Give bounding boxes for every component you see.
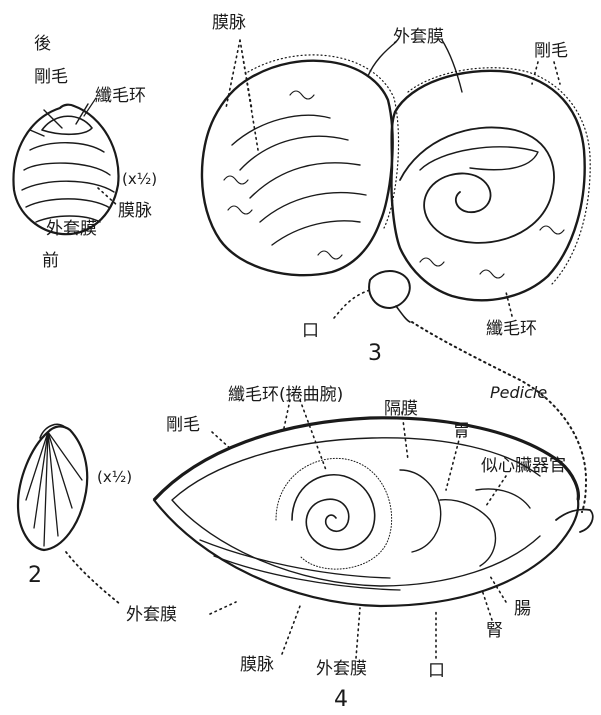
fig4-label-setae: 剛毛	[166, 415, 200, 435]
fig1-label-top: 後	[34, 34, 51, 54]
fig2-pointer-to-mantle	[66, 552, 120, 604]
fig4-lophophore-coil	[292, 475, 375, 550]
fig4-kidney-pointer	[482, 590, 492, 620]
fig4-label-kidney: 腎	[486, 621, 503, 641]
fig1-label-lophophore: 纖毛环	[95, 86, 146, 106]
fig3-mantle-pointer-left	[368, 42, 396, 76]
fig3-label-lophophore: 纖毛环	[486, 319, 537, 339]
fig1-growth-lines	[22, 143, 114, 222]
fig3-hinge-mouth-body	[369, 271, 410, 308]
fig3-mouth-pointer	[334, 290, 370, 318]
fig3-label-setae: 剛毛	[534, 41, 568, 61]
fig3-right-lophophore-coil	[400, 127, 554, 242]
fig3-left-valve-setae	[248, 55, 399, 228]
fig3-right-inner-arm	[420, 147, 538, 170]
fig4-lophophore-pointer	[284, 400, 326, 470]
fig1-label-bottom: 前	[42, 251, 59, 271]
fig4-label-vessel: 膜脉	[240, 655, 274, 675]
fig2-label-scale: (x½)	[97, 468, 132, 486]
fig3-label-mantle: 外套膜	[393, 27, 444, 47]
fig1-shell-outline	[13, 105, 118, 234]
fig1-label-setae: 剛毛	[34, 67, 68, 87]
fig3-mantle-pointer-right	[442, 40, 462, 92]
fig4-label-lophophore-coiled: 纖毛环(捲曲腕)	[228, 385, 343, 405]
fig4-label-septum: 隔膜	[384, 399, 418, 419]
fig4-setae-pointer	[212, 432, 232, 450]
fig1-label-mantle: 外套膜	[46, 219, 97, 239]
pedicle-connector	[412, 322, 586, 512]
fig4-label-mantle-bottom: 外套膜	[316, 659, 367, 679]
figure-3-opened-shell: 膜脉 外套膜 剛毛 口 纖毛环 3 Pedicle	[202, 13, 590, 402]
figure-2-shell: (x½) 2	[18, 424, 132, 604]
figure-1-shell: 後 剛毛 纖毛环 (x½) 膜脉 外套膜 前	[13, 34, 157, 271]
fig4-mantle-left-pointer	[210, 602, 236, 614]
fig4-label-heart-organ: 似心臟器官	[481, 456, 566, 476]
fig4-label-intestine: 腸	[514, 599, 531, 619]
fig3-pedicle-stub	[396, 306, 410, 322]
fig3-number: 3	[368, 341, 382, 366]
fig4-label-mantle-left: 外套膜	[126, 605, 177, 625]
fig4-internal-organs	[400, 470, 530, 566]
fig4-lower-shell	[154, 500, 578, 606]
fig1-label-vessel: 膜脉	[118, 201, 152, 221]
fig3-label-mouth: 口	[302, 321, 319, 341]
fig4-intestine-pointer	[490, 576, 506, 602]
fig4-label-mouth: 口	[428, 661, 445, 681]
fig4-vessel-pointer	[282, 606, 300, 654]
fig4-mantle-bottom-pointer	[356, 608, 360, 658]
fig3-left-vessels	[232, 115, 366, 245]
fig1-lophophore-loop	[42, 116, 92, 134]
fig2-number: 2	[28, 563, 42, 588]
fig4-label-stomach: 胃	[453, 421, 470, 441]
fig3-label-vessel: 膜脉	[212, 13, 246, 33]
fig1-label-scale: (x½)	[122, 170, 157, 188]
fig4-number: 4	[334, 687, 348, 711]
figure-4-section: 纖毛环(捲曲腕) 隔膜 剛毛 胃 似心臟器官 外套膜 腸 腎 膜脉 外套膜 口 …	[126, 385, 593, 711]
